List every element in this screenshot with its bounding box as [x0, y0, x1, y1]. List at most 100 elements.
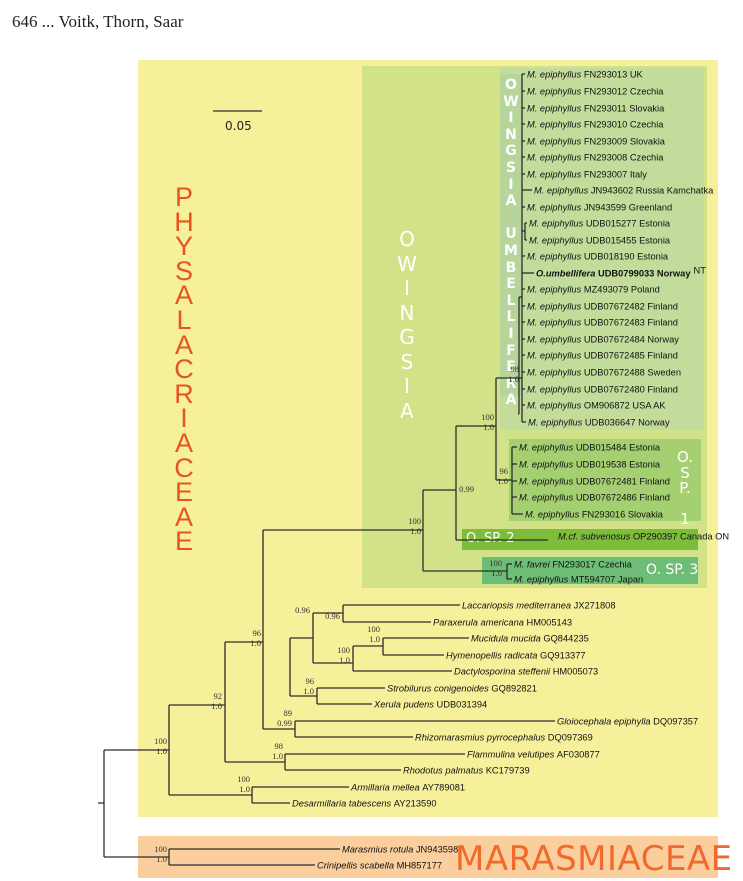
tip-label: M. epiphyllus UDB018190 Estonia: [527, 251, 669, 261]
tip-label: M. epiphyllus UDB07672482 Finland: [527, 301, 678, 311]
posterior-probability: 1.0: [369, 634, 380, 644]
tip-label: Laccariopsis mediterranea JX271808: [462, 600, 616, 610]
tip-label: Dactylosporina steffenii HM005073: [454, 666, 598, 676]
tip-species: Desarmillaria tabescens: [292, 798, 394, 808]
tip-species: M. epiphyllus: [519, 442, 576, 452]
tip-label: M. epiphyllus UDB07672485 Finland: [527, 350, 678, 360]
posterior-probability: 1.0: [497, 476, 508, 486]
tip-accession: UDB07672481 Finland: [576, 476, 670, 486]
tip-species: M. epiphyllus: [519, 492, 576, 502]
tip-accession: UDB015455 Estonia: [586, 235, 671, 245]
tip-label: M. epiphyllus UDB07672486 Finland: [519, 492, 670, 502]
owingsia-sp2-label: O. SP. 2: [466, 531, 515, 546]
tip-species: M. epiphyllus: [528, 417, 585, 427]
tip-accession: UDB07672483 Finland: [584, 317, 678, 327]
tip-label: M. favrei FN293017 Czechia: [514, 559, 633, 569]
physalacriaceae-letter: R: [174, 378, 194, 409]
tip-label: Rhodotus palmatus KC179739: [403, 765, 530, 775]
tip-accession: FN293017 Czechia: [552, 559, 632, 569]
tip-accession: DQ097369: [548, 732, 593, 742]
tip-accession: FN293008 Czechia: [584, 152, 664, 162]
umbellifera-letter: L: [506, 309, 516, 326]
marasmiaceae-panel: [138, 836, 718, 878]
tip-accession: UDB015484 Estonia: [576, 442, 661, 452]
tip-accession: FN293007 Italy: [584, 169, 647, 179]
physalacriaceae-letter: P: [174, 182, 193, 212]
owingsia-sp3-label: O. SP. 3: [646, 562, 699, 578]
posterior-probability: 1.0: [250, 638, 261, 648]
posterior-probability: 1.0: [339, 655, 350, 665]
owingsia-letter: G: [399, 325, 415, 349]
tip-accession: AF030877: [557, 749, 600, 759]
tip-species: M. epiphyllus: [527, 251, 584, 261]
bootstrap-value: 98: [275, 741, 284, 751]
physalacriaceae-letter: H: [174, 206, 194, 237]
tip-species: Paraxerula americana: [433, 617, 527, 627]
tip-species: M. epiphyllus: [527, 119, 584, 129]
tip-accession: UDB07672482 Finland: [584, 301, 678, 311]
posterior-probability: 1.0: [508, 374, 519, 384]
tip-label: M. epiphyllus UDB07672488 Sweden: [527, 367, 681, 377]
tip-species: M. epiphyllus: [527, 136, 584, 146]
tip-accession: FN293013 UK: [584, 69, 644, 79]
tip-label: M. epiphyllus UDB019538 Estonia: [519, 459, 661, 469]
tip-label: M. epiphyllus FN293009 Slovakia: [527, 136, 666, 146]
tip-label: M. epiphyllus UDB07672481 Finland: [519, 476, 670, 486]
tip-species: M. epiphyllus: [527, 350, 584, 360]
tip-species: M. epiphyllus: [527, 152, 584, 162]
umbellifera-label-strip: [500, 74, 522, 396]
tip-species: M. epiphyllus: [527, 169, 584, 179]
sp1-letter: S: [680, 463, 690, 482]
tip-accession: FN293012 Czechia: [584, 86, 664, 96]
umbellifera-letter: G: [505, 143, 517, 160]
umbellifera-letter: F: [506, 342, 516, 359]
tip-species: Rhizomarasmius pyrrocephalus: [415, 732, 548, 742]
tip-species: Hymenopellis radicata: [446, 650, 540, 660]
tip-label: Mucidula mucida GQ844235: [471, 633, 589, 643]
tip-species: M. epiphyllus: [525, 509, 582, 519]
tip-accession: FN293009 Slovakia: [584, 136, 666, 146]
owingsia-letter: W: [397, 251, 417, 276]
physalacriaceae-letter: I: [180, 403, 188, 434]
umbellifera-letter: E: [506, 276, 516, 293]
tip-label: M. epiphyllus FN293007 Italy: [527, 169, 647, 179]
tip-species: M. epiphyllus: [527, 284, 584, 294]
posterior-probability: 1.0: [491, 568, 502, 578]
posterior-probability: 1.0: [272, 751, 283, 761]
tip-species: O.umbellifera: [536, 268, 598, 278]
tip-species: Strobilurus conigenoides: [387, 683, 491, 693]
umbellifera-letter: W: [503, 93, 519, 110]
posterior-probability: 0.96: [325, 611, 340, 621]
posterior-probability: 1.0: [483, 422, 494, 432]
tip-accession: JN943602 Russia Kamchatka: [591, 185, 714, 195]
tip-label: M. epiphyllus JN943599 Greenland: [527, 202, 672, 212]
umbellifera-letter: M: [504, 242, 518, 259]
bootstrap-value: 100: [367, 624, 380, 634]
tip-accession: UDB07672484 Norway: [584, 334, 679, 344]
owingsia-letter: I: [404, 276, 410, 300]
tip-species: M. epiphyllus: [527, 69, 584, 79]
tip-species: M. epiphyllus: [527, 334, 584, 344]
marasmiaceae-label: MARASMIACEAE: [455, 839, 733, 879]
posterior-probability: 1.0: [410, 526, 421, 536]
tip-species: M.cf. subvenosus: [558, 531, 633, 541]
tip-label: M. epiphyllus UDB07672483 Finland: [527, 317, 678, 327]
bootstrap-value: 96: [306, 676, 315, 686]
tip-accession: GQ892821: [491, 683, 537, 693]
tip-label: M.cf. subvenosus OP290397 Canada ON: [558, 531, 729, 541]
tip-accession: GQ844235: [543, 633, 589, 643]
owingsia-letter: N: [399, 300, 415, 325]
tip-species: M. epiphyllus: [534, 185, 591, 195]
tip-species: Gloiocephala epiphylla: [557, 716, 653, 726]
posterior-probability: 0.99: [277, 718, 292, 728]
umbellifera-letter: E: [506, 359, 516, 376]
physalacriaceae-letter: S: [174, 255, 193, 286]
tip-accession: FN293016 Slovakia: [582, 509, 664, 519]
tip-accession: GQ913377: [540, 650, 586, 660]
tip-species: Flammulina velutipes: [467, 749, 557, 759]
